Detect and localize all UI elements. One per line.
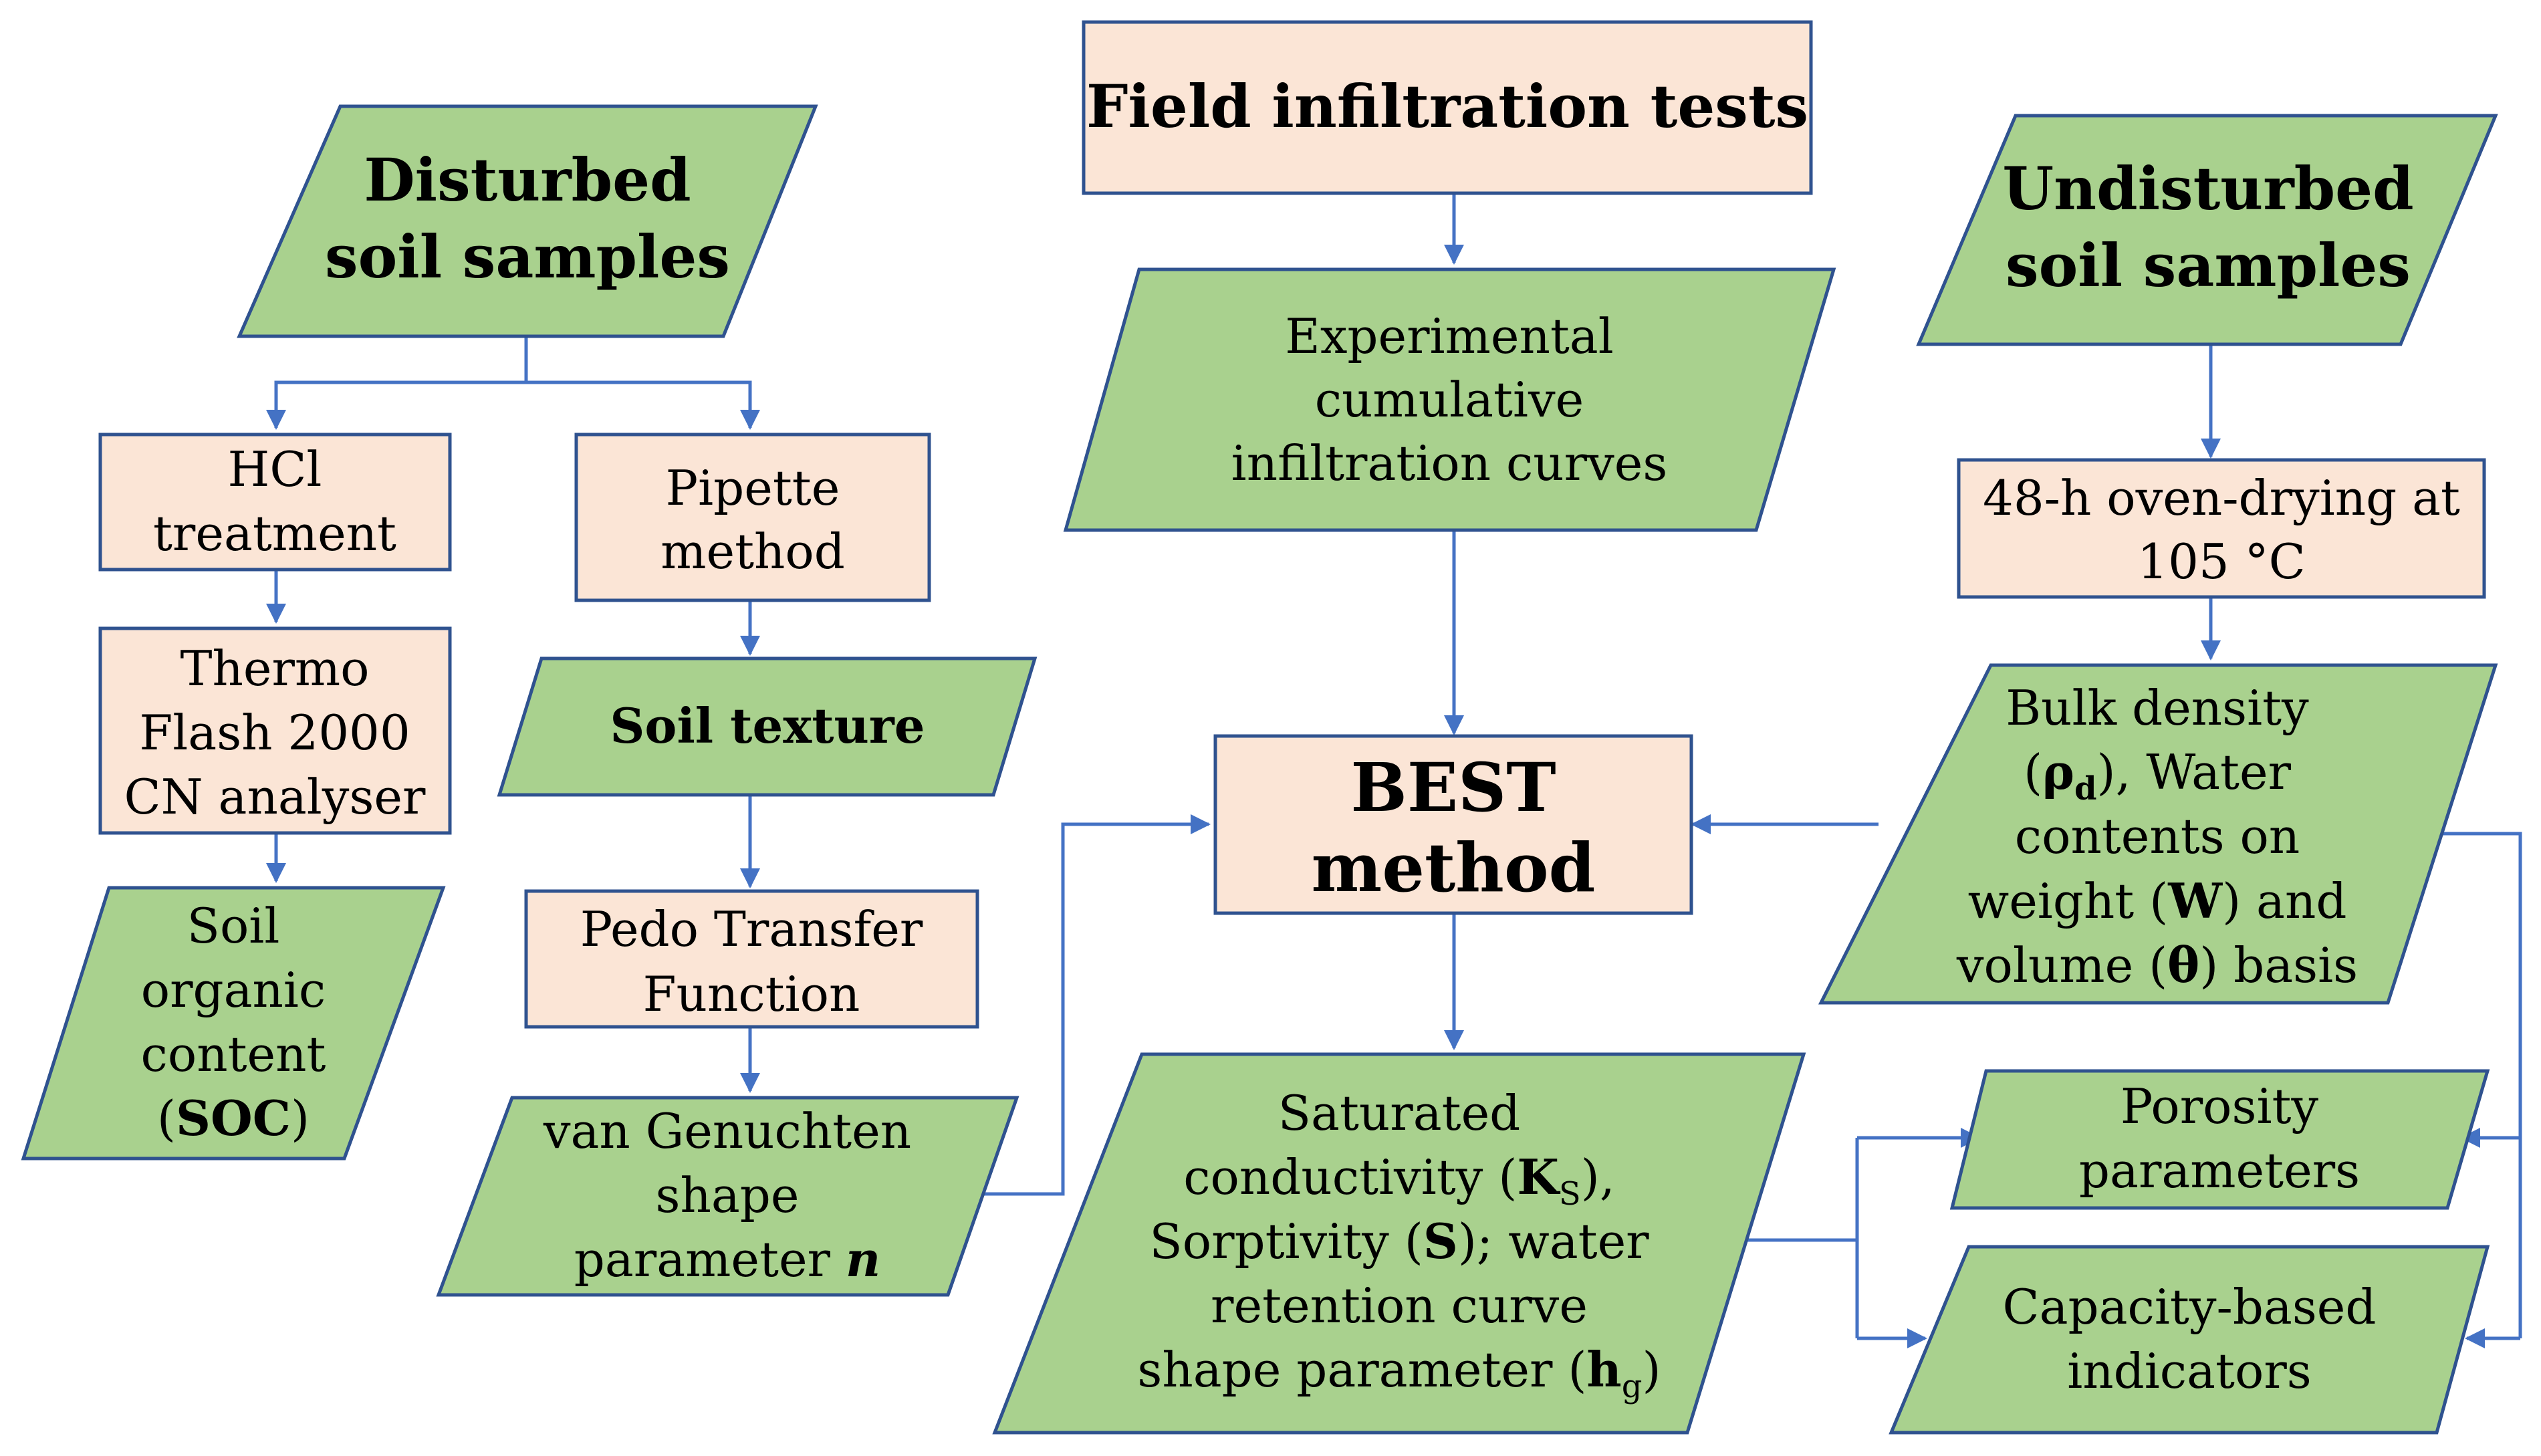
- porosity-shape: [1949, 1069, 2490, 1210]
- porosity-line1: Porosity: [2121, 1078, 2319, 1134]
- oven-line2: 105 °C: [2137, 533, 2305, 590]
- node-disturbed-soil-samples: Disturbed soil samples: [237, 104, 818, 338]
- bulk-line3: contents on: [2015, 808, 2300, 864]
- node-bulk-density: Bulk density (ρd), Water contents on wei…: [1818, 663, 2498, 1005]
- soc-line2: organic: [141, 962, 326, 1018]
- experimental-line3: infiltration curves: [1231, 435, 1668, 491]
- vg-shape: [436, 1096, 1019, 1297]
- node-experimental-curves: Experimental cumulative infiltration cur…: [1063, 267, 1836, 532]
- bulk-line4: weight (W) and: [1968, 872, 2347, 929]
- node-pedo-transfer-function: Pedo Transfer Function: [524, 889, 979, 1029]
- connector-split-pipette: [526, 380, 760, 430]
- ptf-line1: Pedo Transfer: [580, 901, 923, 957]
- soc-line1: Soil: [187, 898, 280, 954]
- best-line1: BEST: [1350, 748, 1556, 827]
- bulk-line2: (ρd), Water: [2024, 743, 2292, 808]
- experimental-shape: [1063, 267, 1836, 532]
- undisturbed-line2: soil samples: [2006, 231, 2411, 300]
- hcl-line2: treatment: [153, 505, 396, 562]
- soc-shape: [21, 886, 446, 1161]
- node-porosity-parameters: Porosity parameters: [1949, 1069, 2490, 1210]
- bulk-line1: Bulk density: [2006, 680, 2309, 736]
- pipette-line1: Pipette: [666, 460, 840, 516]
- porosity-line2: parameters: [2079, 1142, 2360, 1199]
- thermo-shape: [98, 626, 452, 835]
- hcl-line1: HCl: [228, 441, 322, 497]
- node-thermo-flash: Thermo Flash 2000 CN analyser: [98, 626, 452, 835]
- node-van-genuchten: van Genuchten shape parameter n: [436, 1096, 1019, 1297]
- capacity-shape: [1889, 1245, 2490, 1435]
- node-best-method: BEST method: [1213, 734, 1693, 915]
- hcl-shape: [98, 433, 452, 572]
- field-shape: [1082, 20, 1813, 195]
- experimental-line1: Experimental: [1285, 308, 1613, 364]
- bulk-shape: [1818, 663, 2498, 1005]
- vg-line3: parameter n: [574, 1231, 880, 1288]
- thermo-line1: Thermo: [180, 640, 369, 697]
- saturated-line3: Sorptivity (S); water: [1149, 1213, 1649, 1269]
- texture-label: Soil texture: [610, 697, 925, 754]
- node-capacity-indicators: Capacity-based indicators: [1889, 1245, 2490, 1435]
- saturated-line1: Saturated: [1278, 1085, 1521, 1141]
- field-label: Field infiltration tests: [1086, 72, 1808, 141]
- capacity-line2: indicators: [2067, 1343, 2311, 1399]
- saturated-shape: [992, 1052, 1806, 1435]
- undisturbed-line1: Undisturbed: [2002, 154, 2413, 223]
- oven-line1: 48-h oven-drying at: [1983, 470, 2460, 526]
- node-undisturbed-soil-samples: Undisturbed soil samples: [1916, 114, 2498, 346]
- pipette-line2: method: [660, 523, 845, 580]
- connector-vg-best: [980, 814, 1211, 1196]
- node-saturated-conductivity: Saturated conductivity (KS), Sorptivity …: [992, 1052, 1806, 1435]
- vg-line2: shape: [656, 1167, 800, 1223]
- thermo-line3: CN analyser: [124, 769, 426, 825]
- thermo-line2: Flash 2000: [139, 705, 410, 761]
- ptf-shape: [524, 889, 979, 1029]
- connector-split-hcl: [266, 380, 526, 430]
- connectors: [266, 193, 2522, 1348]
- ptf-line2: Function: [643, 966, 860, 1022]
- node-field-infiltration-tests: Field infiltration tests: [1082, 20, 1813, 195]
- vg-line1: van Genuchten: [543, 1103, 911, 1159]
- node-oven-drying: 48-h oven-drying at 105 °C: [1957, 458, 2486, 599]
- bulk-line5: volume (θ) basis: [1956, 937, 2358, 993]
- experimental-line2: cumulative: [1315, 372, 1584, 428]
- texture-shape: [497, 656, 1038, 797]
- disturbed-line1: Disturbed: [364, 145, 691, 215]
- undisturbed-shape: [1916, 114, 2498, 346]
- oven-shape: [1957, 458, 2486, 599]
- disturbed-shape: [237, 104, 818, 338]
- node-soil-organic-content: Soil organic content (SOC): [21, 886, 446, 1161]
- saturated-line2: conductivity (KS),: [1183, 1148, 1615, 1213]
- saturated-line5: shape parameter (hg): [1137, 1341, 1661, 1405]
- saturated-line4: retention curve: [1211, 1278, 1588, 1334]
- node-soil-texture: Soil texture: [497, 656, 1038, 797]
- best-shape: [1213, 734, 1693, 915]
- connector-bulk-rail: [2429, 832, 2522, 1338]
- node-hcl-treatment: HCl treatment: [98, 433, 452, 572]
- best-line2: method: [1312, 828, 1596, 907]
- soc-line3: content: [141, 1026, 326, 1082]
- disturbed-line2: soil samples: [325, 222, 730, 291]
- pipette-shape: [574, 433, 931, 602]
- node-pipette-method: Pipette method: [574, 433, 931, 602]
- capacity-line1: Capacity-based: [2003, 1279, 2377, 1335]
- soc-line4: (SOC): [157, 1090, 310, 1146]
